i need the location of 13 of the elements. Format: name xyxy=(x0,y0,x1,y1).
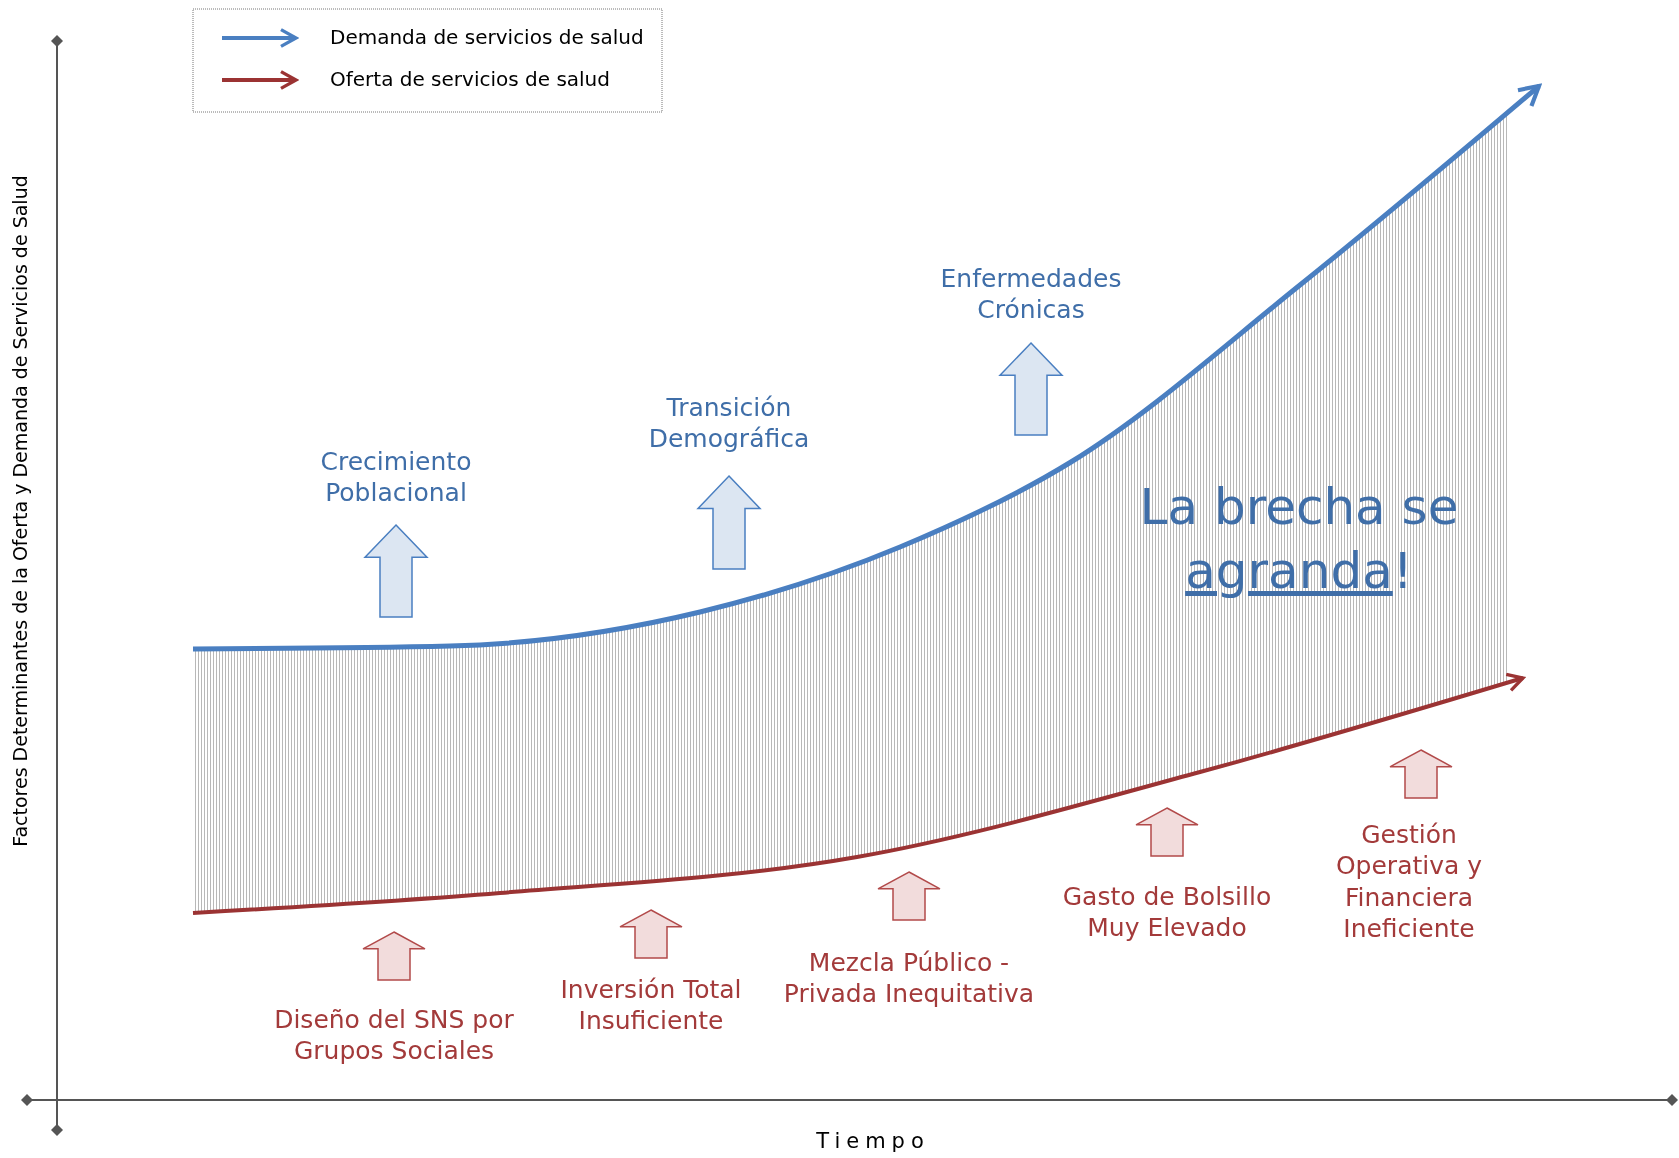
legend-label: Demanda de servicios de salud xyxy=(330,25,644,50)
factor-label: Enfermedades Crónicas xyxy=(939,262,1123,326)
factor-label: Crecimiento Poblacional xyxy=(319,445,473,509)
legend-label: Oferta de servicios de salud xyxy=(330,67,610,92)
y-axis-title: Factores Determinantes de la Oferta y Demanda de Servicios de Salud xyxy=(9,174,33,849)
factor-label: Inversión Total Insuficiente xyxy=(559,973,743,1037)
factor-label: Gestión Operativa y Financiera Ineficiente xyxy=(1334,818,1484,944)
gap-annotation: La brecha se agranda! xyxy=(1138,477,1460,602)
factor-label: Gasto de Bolsillo Muy Elevado xyxy=(1061,880,1273,944)
factor-label: Mezcla Público - Privada Inequitativa xyxy=(782,946,1036,1010)
x-axis-title: Tiempo xyxy=(816,1127,930,1155)
factor-label: Transición Demográfica xyxy=(647,391,811,455)
factor-label: Diseño del SNS por Grupos Sociales xyxy=(273,1003,515,1067)
